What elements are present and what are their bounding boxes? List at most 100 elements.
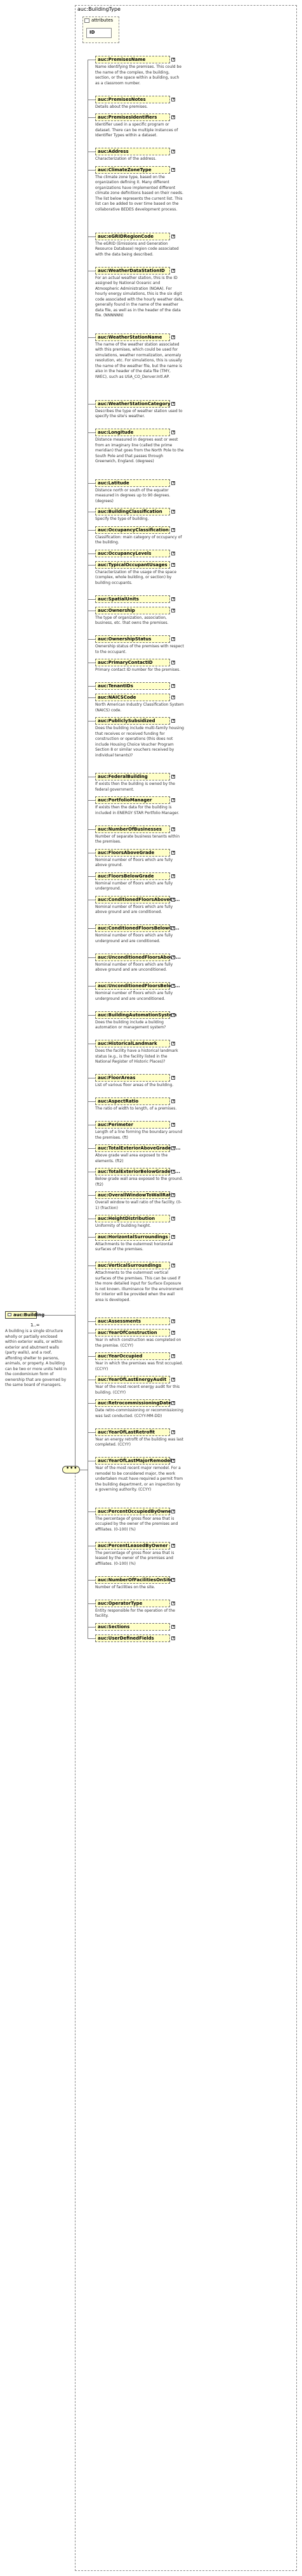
expand-icon[interactable]: + (171, 1041, 176, 1045)
element-16[interactable] (95, 606, 170, 614)
element-9[interactable] (95, 429, 170, 436)
expand-icon[interactable]: + (171, 954, 176, 959)
element-41[interactable] (95, 1262, 170, 1269)
element-32[interactable] (95, 1040, 170, 1047)
expand-icon[interactable]: + (171, 873, 176, 878)
expand-icon[interactable]: + (171, 1401, 176, 1405)
id-attribute[interactable] (86, 28, 112, 38)
expand-icon[interactable]: + (171, 695, 176, 699)
element-24[interactable] (95, 825, 170, 833)
element-44[interactable] (95, 1352, 170, 1360)
expand-icon[interactable]: + (171, 1330, 176, 1335)
element-2[interactable] (95, 113, 170, 121)
expand-icon[interactable]: + (171, 1624, 176, 1629)
expand-icon[interactable]: + (171, 1216, 176, 1220)
expand-icon[interactable]: + (171, 1635, 176, 1640)
element-18[interactable] (95, 659, 170, 666)
expand-icon[interactable]: + (171, 1600, 176, 1605)
sequence-compositor[interactable] (62, 1466, 80, 1473)
element-52[interactable] (95, 1599, 170, 1607)
element-50[interactable] (95, 1541, 170, 1550)
expand-icon[interactable]: + (171, 1319, 176, 1323)
element-17[interactable] (95, 635, 170, 643)
element-40[interactable] (95, 1233, 170, 1241)
expand-icon[interactable]: + (171, 1577, 176, 1582)
element-12[interactable] (95, 526, 170, 534)
element-35[interactable] (95, 1121, 170, 1129)
expand-icon[interactable]: + (171, 1193, 176, 1197)
expand-icon[interactable]: + (171, 596, 176, 601)
expand-icon[interactable]: + (171, 480, 176, 485)
element-13[interactable] (95, 549, 170, 557)
expand-icon[interactable]: + (171, 926, 176, 930)
element-54[interactable] (95, 1634, 170, 1642)
expand-icon[interactable]: + (171, 718, 176, 723)
expand-icon[interactable]: + (171, 509, 176, 514)
expand-icon[interactable]: + (171, 896, 176, 902)
element-38[interactable] (95, 1191, 170, 1199)
expand-icon[interactable]: + (171, 96, 176, 101)
expand-icon[interactable]: + (171, 1543, 176, 1548)
expand-icon[interactable]: + (171, 1099, 176, 1103)
expand-icon[interactable]: + (171, 1146, 176, 1150)
expand-icon[interactable]: + (171, 334, 176, 339)
element-20[interactable] (95, 694, 170, 701)
expand-icon[interactable]: + (171, 660, 176, 664)
element-33[interactable] (95, 1074, 170, 1082)
element-45[interactable] (95, 1376, 170, 1383)
element-53[interactable] (95, 1622, 170, 1631)
expand-icon[interactable]: + (171, 430, 176, 434)
element-10[interactable] (95, 479, 170, 487)
element-21[interactable] (95, 717, 170, 725)
expand-icon[interactable]: + (171, 1122, 176, 1127)
expand-icon[interactable]: + (171, 1075, 176, 1080)
expand-icon[interactable]: + (171, 167, 176, 172)
element-6[interactable] (95, 266, 170, 275)
element-37[interactable] (95, 1168, 170, 1175)
element-27[interactable] (95, 895, 170, 903)
expand-icon[interactable]: + (171, 850, 176, 855)
element-42[interactable] (95, 1317, 170, 1325)
element-31[interactable] (95, 1011, 170, 1019)
element-8[interactable] (95, 399, 170, 408)
expand-icon[interactable]: + (171, 683, 176, 688)
expand-icon[interactable]: + (171, 401, 176, 406)
element-30[interactable] (95, 982, 170, 990)
element-7[interactable] (95, 333, 170, 341)
expand-icon[interactable]: + (171, 1169, 176, 1174)
expand-icon[interactable]: + (171, 527, 176, 532)
element-49[interactable] (95, 1507, 170, 1515)
expand-icon[interactable]: + (171, 1012, 176, 1017)
expand-icon[interactable]: + (171, 774, 176, 779)
element-25[interactable] (95, 848, 170, 857)
expand-icon[interactable]: + (171, 983, 176, 988)
element-46[interactable] (95, 1399, 170, 1407)
element-39[interactable] (95, 1215, 170, 1222)
expand-icon[interactable]: + (171, 268, 176, 273)
expand-icon[interactable]: + (171, 550, 176, 555)
element-5[interactable] (95, 232, 170, 240)
expand-icon[interactable]: + (171, 1508, 176, 1513)
expand-icon[interactable]: + (171, 149, 176, 153)
element-29[interactable] (95, 953, 170, 961)
expand-icon[interactable]: + (171, 115, 176, 119)
expand-icon[interactable]: + (171, 233, 176, 238)
element-51[interactable] (95, 1576, 170, 1584)
element-22[interactable] (95, 773, 170, 780)
expand-icon[interactable]: + (171, 1458, 176, 1463)
element-1[interactable] (95, 95, 170, 103)
element-28[interactable] (95, 924, 170, 932)
element-19[interactable] (95, 682, 170, 690)
expand-icon[interactable]: + (171, 1263, 176, 1267)
element-15[interactable] (95, 595, 170, 603)
expand-icon[interactable]: + (171, 798, 176, 802)
expand-icon[interactable]: + (171, 637, 176, 641)
expand-icon[interactable]: + (171, 1429, 176, 1434)
element-26[interactable] (95, 872, 170, 880)
expand-icon[interactable]: + (171, 607, 176, 612)
element-0[interactable] (95, 56, 170, 63)
element-14[interactable] (95, 560, 170, 569)
element-11[interactable] (95, 508, 170, 515)
expand-icon[interactable]: + (171, 562, 176, 567)
element-4[interactable] (95, 165, 170, 174)
